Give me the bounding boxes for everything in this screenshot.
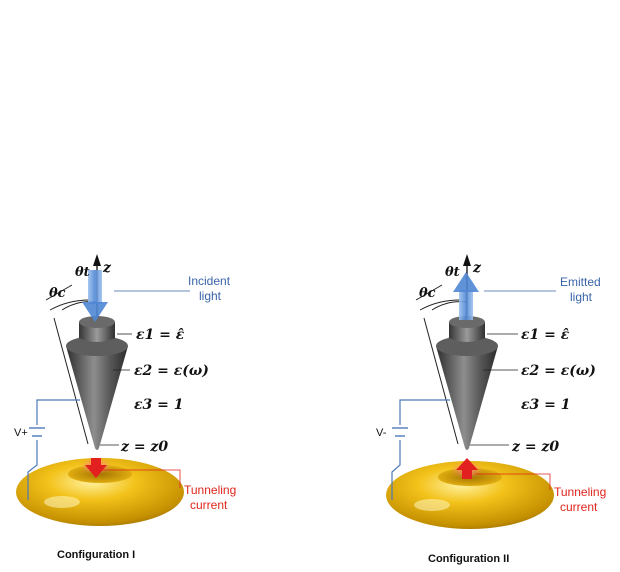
z-axis-label: z: [102, 260, 112, 276]
voltage-label: V-: [376, 427, 387, 439]
cone-angle-line: [53, 317, 89, 445]
incident-light-label-1: Incident: [188, 274, 231, 288]
tunneling-label-2: current: [560, 500, 598, 514]
tip-cone-top: [436, 336, 498, 356]
tip-cone: [436, 336, 498, 450]
theta-c-label: θc: [49, 286, 66, 301]
tip-cap-top: [79, 316, 115, 328]
theta-c-line: [45, 284, 73, 301]
emitted-light-label-2: light: [570, 290, 593, 304]
panel-configuration-2: θc θt z Emitted light ε1 = ε̂ ε2 = ε(ω) …: [376, 254, 606, 565]
emitted-light-label-1: Emitted: [560, 275, 601, 289]
z-axis-label: z: [472, 260, 482, 276]
theta-c-line: [415, 284, 443, 301]
eps3-label: ε3 = 1: [521, 397, 570, 413]
z-axis-arrowhead: [463, 254, 471, 266]
tunneling-label-2: current: [190, 498, 228, 512]
voltage-label: V+: [14, 427, 28, 439]
tunneling-current-arrow: [80, 457, 112, 478]
theta-t-label: θt: [75, 265, 90, 280]
emitted-light-arrow: [453, 272, 479, 320]
panel-configuration-1: θc θt z Incident light ε1 = ε̂ ε2 = ε(ω)…: [14, 254, 236, 561]
z0-label: z = z0: [120, 439, 168, 455]
cone-angle-line: [423, 317, 459, 445]
tunneling-current-arrow: [451, 458, 483, 479]
caption-configuration-2: Configuration II: [428, 553, 509, 565]
eps1-label: ε1 = ε̂: [521, 327, 570, 343]
bias-circuit-wire: [391, 399, 450, 500]
incident-light-label-2: light: [199, 289, 222, 303]
eps2-label: ε2 = ε(ω): [521, 363, 596, 379]
eps1-label: ε1 = ε̂: [136, 327, 185, 343]
theta-c-arc: [49, 299, 91, 311]
bias-circuit-wire: [27, 399, 80, 500]
incident-light-arrow: [82, 270, 108, 322]
eps2-label: ε2 = ε(ω): [134, 363, 209, 379]
z0-label: z = z0: [511, 439, 559, 455]
z-axis-arrowhead: [93, 254, 101, 266]
tip-cap-top: [449, 316, 485, 328]
theta-c-label: θc: [419, 286, 436, 301]
tunneling-leader: [475, 473, 551, 490]
caption-configuration-1: Configuration I: [57, 549, 135, 561]
tip-cone-top: [66, 336, 128, 356]
tip-cone: [66, 336, 128, 450]
theta-c-arc: [419, 299, 461, 311]
gold-substrate: [16, 458, 184, 526]
tunneling-label-1: Tunneling: [184, 483, 236, 497]
theta-t-label: θt: [445, 265, 460, 280]
tunneling-leader: [103, 469, 181, 488]
tunneling-label-1: Tunneling: [554, 485, 606, 499]
eps3-label: ε3 = 1: [134, 397, 183, 413]
